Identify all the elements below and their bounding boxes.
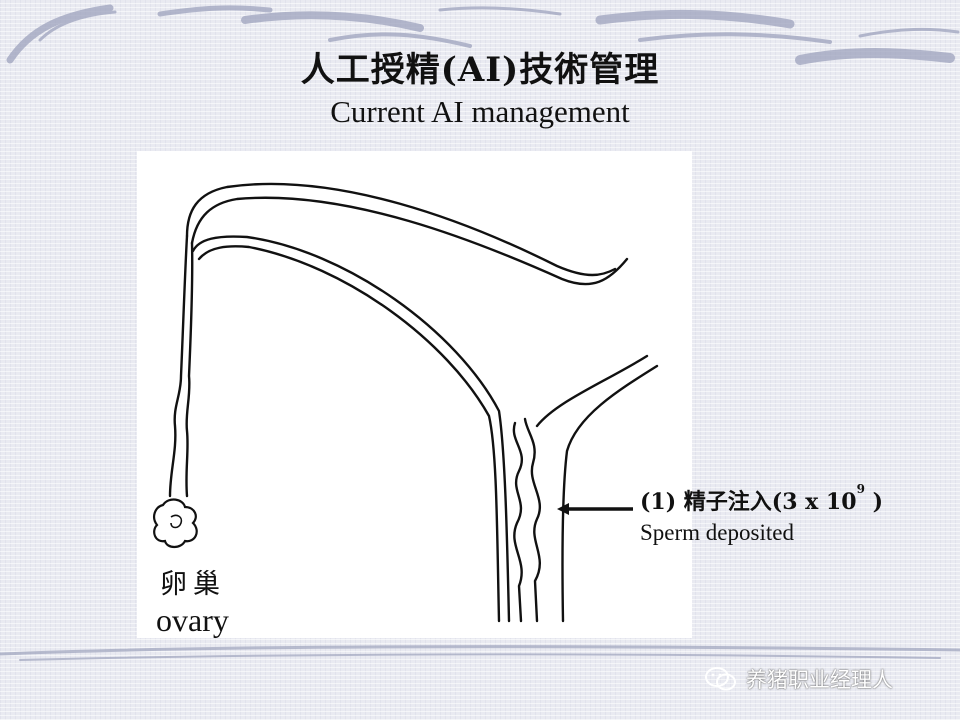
ovary-follicle — [170, 514, 183, 529]
sperm-deposit-label-chinese: (1) 精子注入(3 x 109 ) — [640, 482, 883, 516]
deposit-label-exponent: 9 — [856, 482, 865, 496]
ovary-shape — [153, 498, 198, 549]
watermark-text: 养猪职业经理人 — [746, 668, 893, 692]
deposit-label-suffix: ) — [864, 489, 883, 515]
slide-title-english: Current AI management — [330, 94, 630, 129]
uterine-body-top-inner-2 — [197, 245, 501, 623]
ovary-label-english: ovary — [156, 602, 229, 638]
deposit-label-prefix: (1) 精子注入(3 x 10 — [640, 489, 857, 515]
oviduct-right — [185, 241, 194, 498]
ovary-label-chinese: 卵巢 — [160, 569, 226, 600]
vaginal-wall-inner — [561, 364, 659, 623]
uterine-horn-outer-wall — [185, 182, 617, 277]
cervix-wall-right — [523, 417, 542, 623]
sperm-deposit-label: (1) 精子注入(3 x 109 ) Sperm deposited — [640, 482, 883, 546]
vaginal-wall-outer — [535, 354, 649, 428]
slide-title-chinese: 人工授精(AI)技術管理 — [300, 50, 660, 90]
sperm-deposit-label-english: Sperm deposited — [640, 520, 794, 545]
reproductive-tract-diagram — [137, 151, 692, 638]
deposit-arrowhead — [557, 503, 569, 515]
cervix-wall-left — [512, 421, 523, 623]
decorative-swooshes-bottom — [0, 645, 960, 661]
uterine-body-top-inner — [191, 235, 511, 623]
decorative-swooshes-top — [6, 4, 960, 65]
oviduct-left — [168, 234, 189, 498]
wechat-watermark: 养猪职业经理人 — [704, 664, 893, 694]
uterine-horn-outer-wall-inner — [190, 196, 629, 286]
wechat-icon — [705, 667, 736, 691]
